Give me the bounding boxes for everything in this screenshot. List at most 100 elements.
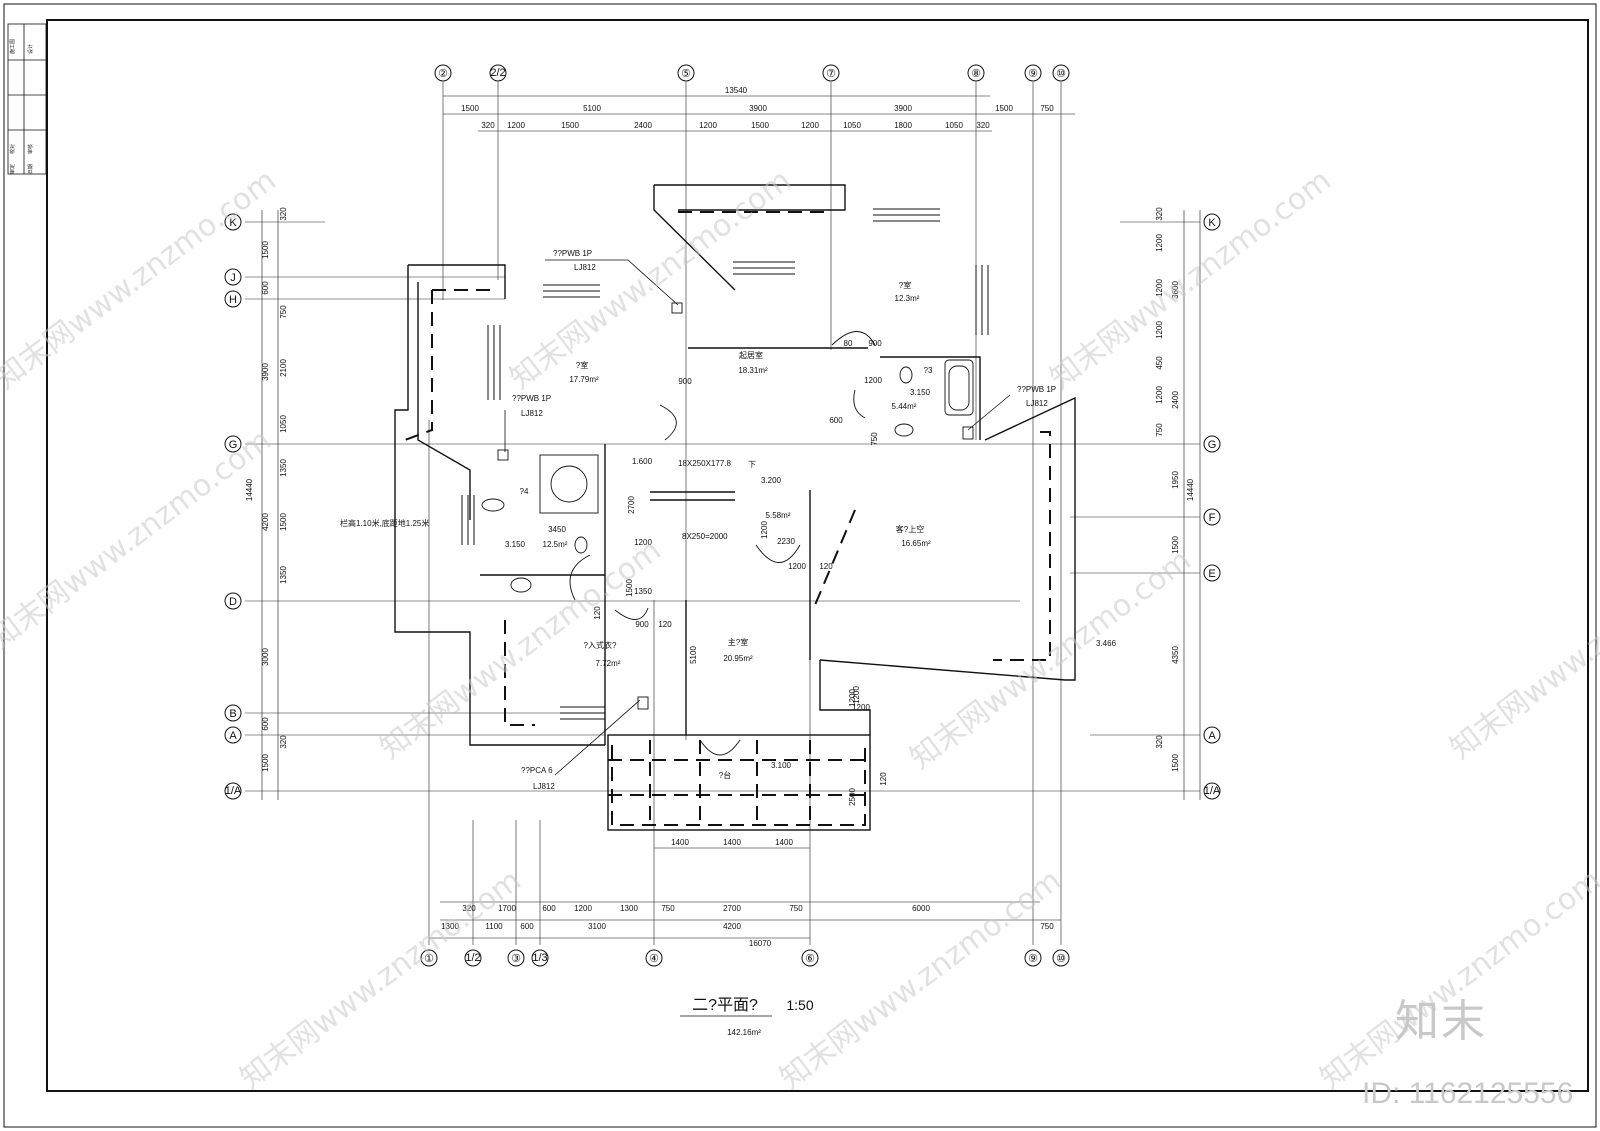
axis-bubble [1203,782,1221,800]
axis-label: K [229,217,237,229]
axis-bubbles-bottom: ① 1/2 ③ 1/3 ④ ⑥ ⑨ ⑩ [420,949,1070,967]
dim-text: 1200 [848,689,857,707]
dim-text: 13540 [725,86,748,95]
axis-label: F [1209,512,1216,524]
axis-bubble [1052,949,1070,967]
dim-text: 1500 [279,513,288,531]
room-level: 3.150 [505,540,526,549]
dim-text: 600 [520,922,534,931]
axis-label: ⑦ [826,68,836,80]
dim-text: 900 [678,377,692,386]
dim-text: 1700 [498,904,516,913]
outer-border [3,3,1597,1128]
axis-bubble [224,782,242,800]
dim-text: 3450 [548,525,566,534]
dim-text: 1500 [461,104,479,113]
jacuzzi-tub [539,454,599,514]
dim-text: 1300 [620,904,638,913]
door-swing [699,739,741,756]
dim-text: 3600 [1171,281,1180,299]
axis-label: E [1208,568,1215,580]
axis-bubble [1203,508,1221,526]
dim-text: 14440 [245,478,254,501]
drawing-area: 142.16m² [727,1028,761,1037]
dims-left: 14440 1500 600 3900 4200 3000 600 1500 3… [245,207,288,772]
axis-bubble [822,64,840,82]
dim-text: 5100 [689,646,698,664]
axis-label: H [229,294,237,306]
dim-text: 1200 [634,538,652,547]
notes: ??PWB 1P LJ812 ??PWB 1P LJ812 ??PWB 1P L… [340,249,1117,791]
dim-text: 1500 [751,121,769,130]
dim-text: 1950 [1171,471,1180,489]
axis-bubble [224,704,242,722]
dim-text: 4200 [261,513,270,531]
dim-text: 320 [1155,735,1164,749]
door-swing [614,607,649,620]
axis-bubble [1203,726,1221,744]
dim-text: 3900 [749,104,767,113]
room-name: 起居室 [739,350,763,360]
axis-bubble [224,268,242,286]
axis-label: 1/2 [465,952,480,964]
axis-label: 1/A [225,785,242,797]
dim-text: 1200 [852,703,870,712]
room-area: 18.31m² [738,366,768,375]
dim-text: 1350 [279,459,288,477]
equip-note: LJ812 [521,409,543,418]
axis-label: D [229,596,237,608]
room-area: 20.95m² [723,654,753,663]
axis-bubble [489,64,507,82]
toilet-icon [574,536,588,554]
dim-text: 1500 [1171,754,1180,772]
room-level: 3.100 [771,761,792,770]
room-area: 5.58m² [766,511,791,520]
dim-text: 900 [868,339,882,348]
dim-text: 1200 [788,562,806,571]
axis-label: A [229,730,237,742]
brand-logo: 知末 [1395,996,1487,1047]
dim-text: 2100 [279,359,288,377]
room-name: 客?上空 [896,524,924,534]
dim-text: 750 [279,305,288,319]
axis-label: ⑥ [805,953,815,965]
watermark-text: 知末网www.znzmo.com [1444,533,1600,767]
toilet-icon [899,366,913,384]
room-area: 17.79m² [569,375,599,384]
watermark-text: 知末网www.znzmo.com [374,533,668,767]
dim-text: 320 [279,207,288,221]
drawing-title: 二?平面? 1:50 142.16m² [680,997,814,1037]
equip-note: ??PCA 6 [521,766,553,775]
dim-text: 1200 [1155,386,1164,404]
room-area: 12.5m² [543,540,568,549]
axis-label: ④ [649,953,659,965]
room-name: ?3 [924,366,933,375]
dim-text: 1500 [625,579,634,597]
dims-right: 14440 3600 2400 1950 1500 4350 1500 320 … [1155,207,1195,772]
axis-label: ⑧ [971,68,981,80]
image-id-label: ID: 1162125556 [1362,1077,1574,1110]
dim-text: 120 [593,606,602,620]
dim-text: 450 [1155,356,1164,370]
dim-text: 2400 [1171,391,1180,409]
axis-label: ② [438,68,448,80]
dim-text: 2400 [634,121,652,130]
axis-bubble [531,949,549,967]
room-name: ?台 [719,770,731,780]
dim-text: 2700 [627,496,636,514]
stair-note: 18X250X177.8 [678,459,731,468]
dim-text: 1050 [843,121,861,130]
dim-text: 1200 [760,521,769,539]
title-block [7,23,47,175]
dim-text: 1350 [634,587,652,596]
axis-label: ⑩ [1056,68,1066,80]
room-area: 5.44m² [892,402,917,411]
dim-text: 1100 [485,922,503,931]
drawing-scale: 1:50 [786,997,813,1013]
axis-label: ⑤ [681,68,691,80]
axis-label: J [230,272,236,284]
dim-text: 1200 [852,686,861,704]
axis-bubble [224,726,242,744]
room-name: ?4 [520,487,529,496]
axis-bubble [801,949,819,967]
